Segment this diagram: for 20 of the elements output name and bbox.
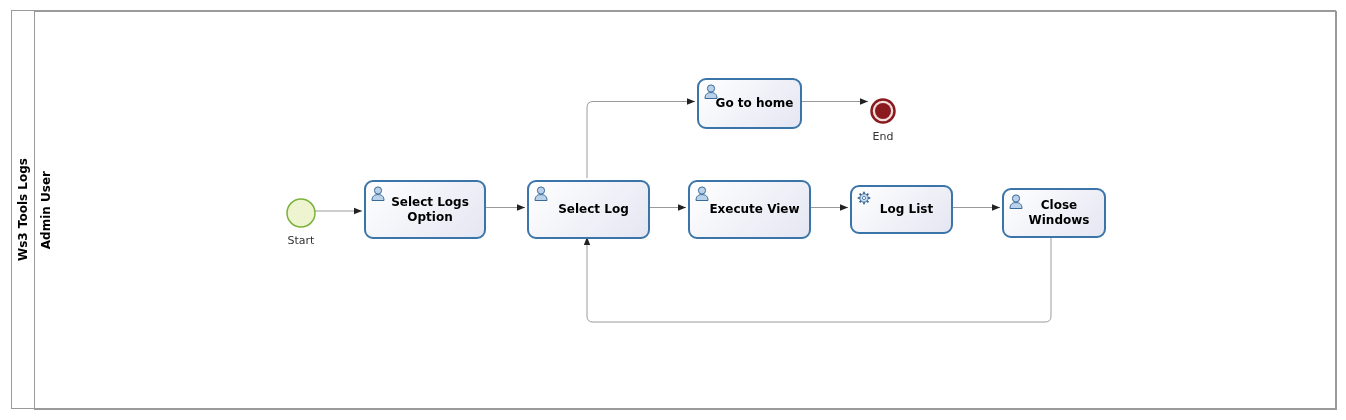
task-box [697,78,802,129]
task-box [527,180,650,239]
sequence-flow-arrow [586,98,696,179]
start-event-circle [286,198,316,228]
task-box [850,185,953,234]
pool-label: Ws3 Tools Logs [16,157,30,261]
end-event-circle [870,98,896,124]
task-label: Go to home [715,96,794,111]
task-label: Select Logs Option [390,194,470,225]
task-box [688,180,811,239]
lane-label: Admin User [39,171,53,250]
task-label: Log List [879,202,934,217]
task-label: Select Log [558,202,629,217]
task-label: Execute View [709,202,800,217]
event-label: End [872,130,894,143]
event-label: Start [287,234,315,247]
task-label: Close Windows [1027,198,1091,228]
sequence-flow-arrow [583,235,1052,323]
task-box [364,180,486,239]
task-box [1002,188,1106,238]
